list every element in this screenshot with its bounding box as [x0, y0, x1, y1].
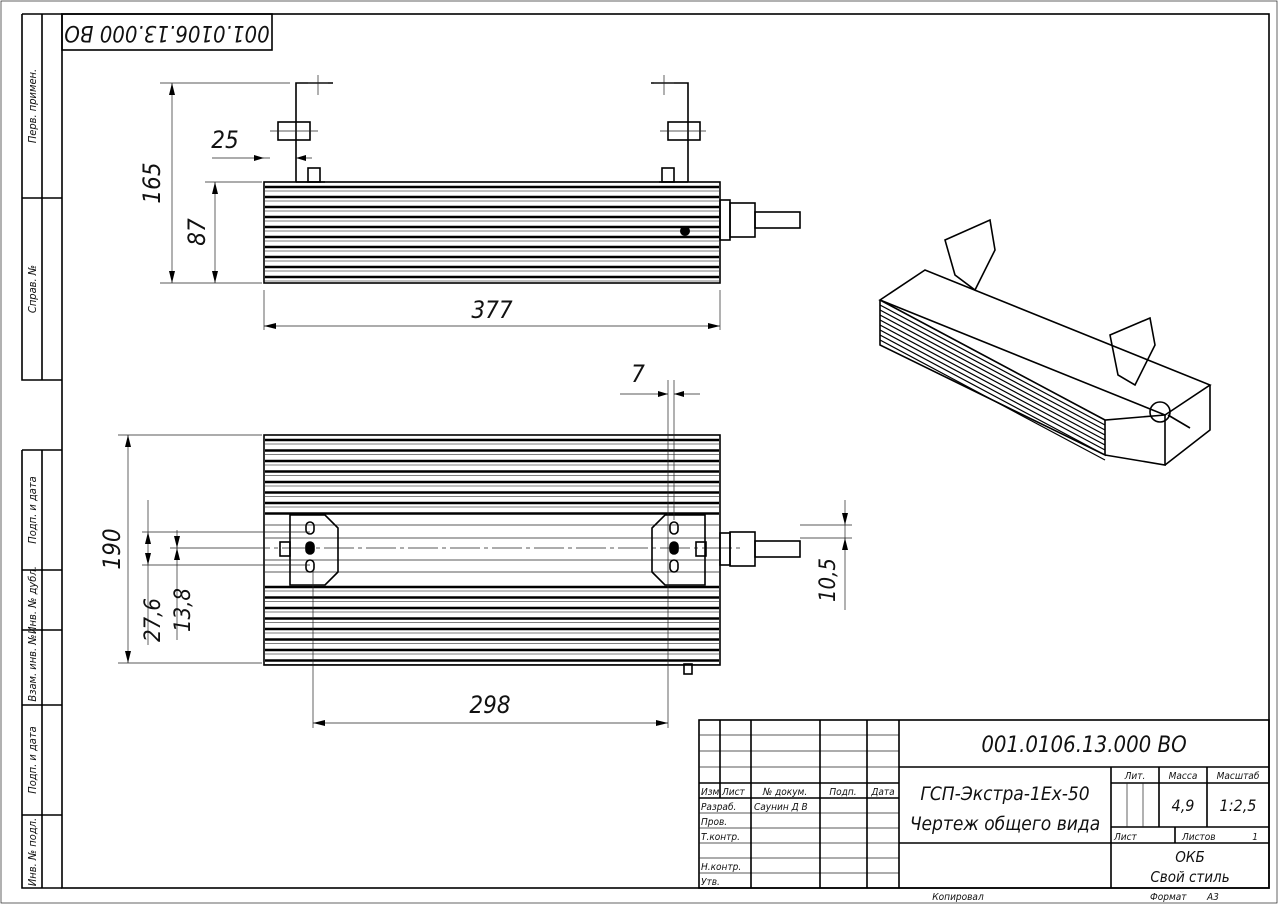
role-label: Разраб. [701, 801, 736, 813]
designation: 001.0106.13.000 ВО [981, 733, 1186, 758]
iso-bracket-left [944, 218, 996, 292]
mass-label: Масса [1169, 771, 1198, 782]
cable-gland [729, 202, 756, 238]
dim-height-total: 165 [138, 162, 166, 203]
front-view: 165 87 25 377 [138, 75, 801, 330]
org-line1: ОКБ [1175, 848, 1204, 866]
dim-height-body: 87 [183, 218, 211, 246]
iso-bracket-right [1109, 316, 1156, 387]
dim-slot-offset: 7 [631, 360, 645, 388]
plan-view: 190 27,6 13,8 7 10,5 298 [98, 360, 852, 728]
dim-slot-pitch: 13,8 [171, 588, 196, 632]
ground-screw [683, 663, 693, 675]
mass-value: 4,9 [1172, 796, 1195, 815]
header-sign: Подп. [829, 787, 856, 798]
mounting-slots [305, 521, 679, 573]
fin-line [879, 314, 1106, 436]
fin-line [879, 309, 1106, 431]
dim-slot-span: 27,6 [141, 598, 166, 642]
lit-label: Лит. [1124, 771, 1146, 782]
scale-value: 1:2,5 [1220, 796, 1257, 815]
isometric-view [878, 218, 1212, 466]
sheets-value: 1 [1252, 832, 1258, 843]
role-label: Н.контр. [701, 862, 741, 873]
sheets-label: Листов [1181, 832, 1216, 843]
strip-label: Перв. примен. [26, 69, 39, 143]
mounting-bracket-right [651, 514, 706, 586]
fin-line [879, 329, 1106, 451]
rotated-designation: 001.0106.13.000 ВО [64, 20, 269, 45]
nut-right [661, 167, 675, 183]
strip-label: Взам. инв. № [26, 634, 39, 701]
developer-name: Саунин Д В [754, 802, 808, 813]
cable [754, 211, 801, 229]
iso-cable-gland [1149, 401, 1171, 423]
header-list: Лист [721, 787, 746, 798]
role-label: Т.контр. [701, 832, 740, 843]
strip-label: Справ. № [26, 265, 39, 313]
ground-screw [680, 226, 690, 236]
strip-label: Подп. и дата [26, 726, 39, 793]
dim-bracket-spacing: 298 [469, 691, 510, 719]
housing-fins [265, 185, 719, 282]
inner-frame [61, 13, 1270, 889]
dim-length: 377 [471, 296, 512, 324]
mounting-bracket-left [295, 82, 333, 183]
format-label: Формат [1150, 892, 1187, 903]
strip-label: Подп. и дата [26, 476, 39, 543]
dim-cable: 10,5 [816, 558, 841, 602]
cable-gland-nut [719, 199, 731, 241]
title-block: Изм. Лист № докум. Подп. Дата Разраб. Пр… [698, 719, 1270, 889]
rotated-designation-stamp: 001.0106.13.000 ВО [61, 13, 273, 51]
side-strip: Перв. примен. Справ. № Подп. и дата Инв.… [21, 13, 62, 889]
strip-label: Инв. № дубл. [26, 566, 39, 634]
header-izm: Изм. [701, 787, 722, 798]
scale-label: Масштаб [1217, 770, 1260, 782]
role-label: Пров. [701, 817, 727, 828]
mounting-bracket-right [651, 82, 689, 183]
nut-left [307, 167, 321, 183]
copied-label: Копировал [932, 892, 984, 903]
fin-line [879, 319, 1106, 441]
cable-gland-nut [719, 532, 731, 566]
fin-line [879, 334, 1106, 456]
fin-line [879, 339, 1106, 461]
fin-line [879, 304, 1106, 426]
cable-gland [729, 531, 756, 567]
document-name: Чертеж общего вида [910, 813, 1100, 835]
mounting-bracket-left [289, 514, 339, 586]
fin-line [879, 324, 1106, 446]
strip-label: Инв. № подл. [26, 818, 39, 886]
header-date: Дата [870, 787, 894, 798]
org-line2: Свой стиль [1150, 868, 1229, 886]
role-label: Утв. [701, 877, 720, 888]
product-name: ГСП-Экстра-1Ex-50 [920, 783, 1089, 805]
format-value: А3 [1206, 892, 1219, 903]
sheet-label: Лист [1113, 832, 1138, 843]
dim-bracket-offset: 25 [211, 126, 238, 154]
header-doc-no: № докум. [762, 787, 807, 798]
dim-width: 190 [98, 528, 126, 569]
cable [754, 540, 801, 558]
